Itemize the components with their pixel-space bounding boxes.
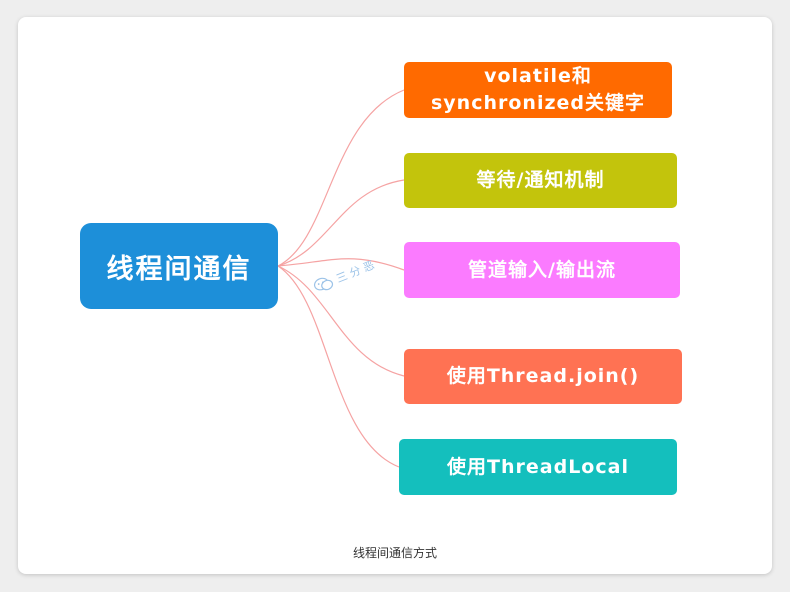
branch-threadlocal: 使用ThreadLocal [399,439,677,495]
branch-pipe-io: 管道输入/输出流 [404,242,680,298]
figure-caption: 线程间通信方式 [352,546,437,560]
branch-thread-join: 使用Thread.join() [404,349,682,404]
watermark: 三 分 恶 [311,257,376,296]
wechat-bubble-icon [313,277,334,291]
root-node: 线程间通信 [80,223,278,309]
branch-volatile-synchronized: volatile和 synchronized关键字 [404,62,672,118]
branch-wait-notify: 等待/通知机制 [404,153,677,208]
